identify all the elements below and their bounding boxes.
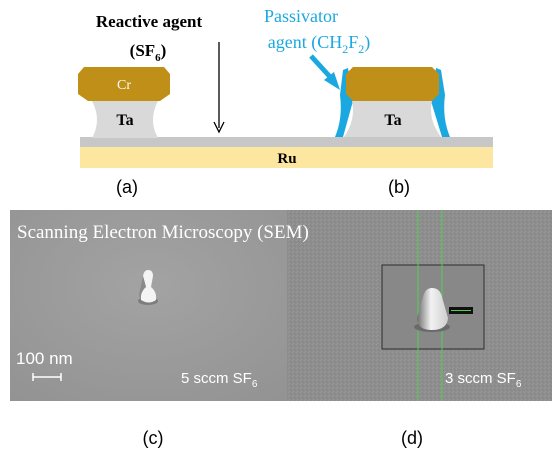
ta-pillar-right <box>344 101 441 137</box>
panel-label-a: (a) <box>116 177 138 197</box>
reactive-agent-arrowhead <box>213 121 225 134</box>
ru-label: Ru <box>277 151 296 167</box>
sem-pillar-left <box>138 270 158 305</box>
passivator-label-line2: agent (CH2F2) <box>268 32 371 56</box>
reactive-agent-label: Reactive agent <box>96 12 203 31</box>
passivator-label-line1: Passivator <box>264 6 338 26</box>
sem-pillar-right <box>414 288 450 332</box>
right-condition-label: 3 sccm SF6 <box>445 370 522 390</box>
ta-label-left: Ta <box>116 112 133 129</box>
sem-image-left <box>10 210 287 401</box>
ru-layer <box>80 146 493 168</box>
passivator-arrowhead <box>324 72 340 90</box>
scale-bar-label: 100 nm <box>16 349 73 368</box>
sem-panel: Scanning Electron Microscopy (SEM) 100 n… <box>10 210 552 448</box>
ta-pillar-left <box>92 101 158 138</box>
reactive-agent-formula: (SF6) <box>130 41 167 64</box>
schematic: Reactive agent (SF6) Passivator agent (C… <box>78 6 493 197</box>
cr-cap-right <box>346 67 439 101</box>
substrate-layer <box>80 137 493 147</box>
cr-label: Cr <box>117 78 131 93</box>
cr-cap-left <box>78 67 170 101</box>
left-condition-label: 5 sccm SF6 <box>181 370 258 390</box>
sem-title: Scanning Electron Microscopy (SEM) <box>17 222 309 243</box>
panel-label-b: (b) <box>388 177 410 197</box>
passivator-arrow <box>309 54 334 81</box>
panel-label-d: (d) <box>401 428 423 448</box>
panel-label-c: (c) <box>143 428 164 448</box>
ta-label-right: Ta <box>384 112 401 129</box>
